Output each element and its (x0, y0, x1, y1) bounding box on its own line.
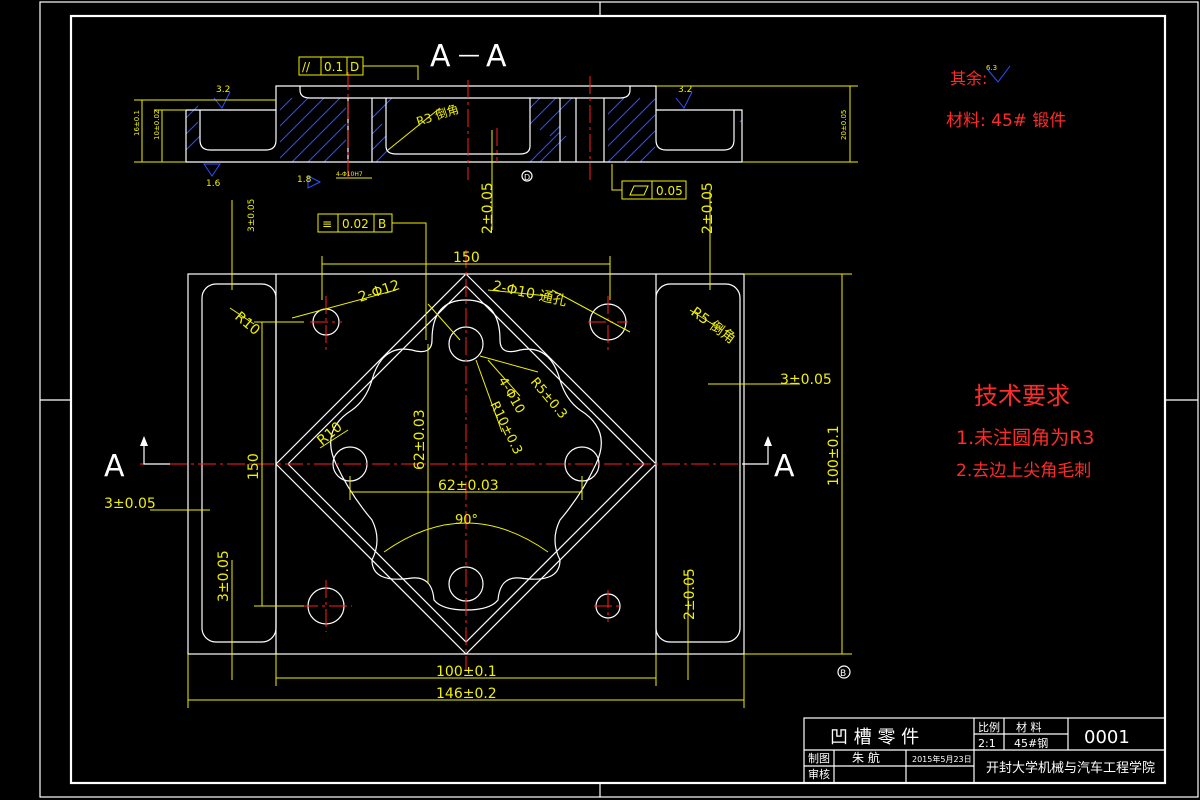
section-title-sep: — (458, 43, 480, 68)
scale-label: 比例 (978, 720, 1000, 734)
section-title-right: A (486, 39, 507, 74)
r5-right: R5 倒角 (688, 304, 739, 347)
roughness-top-left: 3.2 (216, 85, 230, 95)
rest-roughness: 6.3 (986, 64, 997, 72)
parallelism-frame: // 0.1 D (298, 56, 419, 80)
r10-left: R10 (231, 309, 262, 339)
bore-label: 4-Φ10H7 (336, 171, 363, 178)
cut-plane-marks: A A (104, 436, 795, 484)
scale-value: 2:1 (978, 737, 996, 750)
dim-3-bottom-left: 3±0.05 (216, 550, 232, 602)
plan-view: ≡ 0.02 B (104, 130, 852, 708)
holes-12: 2-Φ12 (356, 277, 402, 305)
school: 开封大学机械与汽车工程学院 (986, 760, 1155, 776)
dim-62-v: 62±0.03 (412, 409, 428, 470)
drawing-no: 0001 (1084, 727, 1130, 748)
roughness-bottom-mid: 1.8 (297, 175, 312, 185)
dim-3-left: 3±0.05 (104, 496, 156, 512)
angle-90: 90° (455, 513, 478, 528)
section-outline (185, 85, 743, 163)
flatness-tol: 0.05 (656, 184, 683, 198)
symmetry-tol: 0.02 (342, 217, 369, 231)
section-dimensions: 16±0.1 10±0.02 20±0.05 4-Φ10H7 R3 倒角 D (133, 85, 858, 182)
dim-3-top-left: 3±0.05 (247, 199, 257, 232)
dim-100-h: 100±0.1 (436, 664, 497, 680)
fillet-label: R3 倒角 (415, 102, 461, 129)
dim-2-bottom-right: 2±0.05 (682, 568, 698, 620)
parallelism-datum: D (350, 60, 359, 74)
plan-dim-texts: 150 150 2-Φ12 2-Φ10 通孔 R10 R5 倒角 R5±0.3 … (104, 182, 851, 702)
tech-title: 技术要求 (974, 382, 1070, 410)
cut-a-left: A (104, 449, 125, 484)
rest-label: 其余: (950, 69, 987, 88)
material-note: 材料: 45# 锻件 (946, 111, 1066, 131)
r5-inner: R5±0.3 (527, 375, 570, 422)
flatness-frame: 0.05 (611, 164, 687, 200)
height-left-a: 16±0.1 (133, 110, 141, 136)
roughness-top-right: 3.2 (678, 85, 692, 95)
plan-centerlines (140, 250, 770, 670)
title-block: 凹 槽 零 件 比例 2:1 材 料 45#钢 0001 制图 朱 航 2015… (803, 717, 1166, 784)
datum-d: D (524, 173, 530, 182)
cut-a-right: A (774, 449, 795, 484)
dim-146: 146±0.2 (436, 686, 497, 702)
drawn-name: 朱 航 (852, 750, 880, 765)
material-value: 45#钢 (1014, 737, 1048, 750)
symmetry-symbol: ≡ (322, 217, 332, 231)
material-label: 材 料 (1016, 720, 1042, 734)
dim-2-top-right: 2±0.05 (700, 182, 716, 234)
dim-100-v: 100±0.1 (826, 425, 842, 486)
drawn-label: 制图 (808, 752, 830, 765)
holes-10: 2-Φ10 通孔 (491, 278, 568, 309)
roughness-bottom-left: 1.6 (206, 179, 221, 189)
req-1: 1.未注圆角为R3 (956, 427, 1094, 449)
parallelism-symbol: // (302, 60, 311, 74)
parallelism-tol: 0.1 (324, 60, 343, 74)
dim-62-h: 62±0.03 (438, 478, 499, 494)
height-right: 20±0.05 (840, 110, 848, 140)
section-title-left: A (430, 39, 451, 74)
drawn-date: 2015年5月23日 (912, 754, 972, 764)
section-view: A — A (133, 39, 858, 200)
plan-dimensions (150, 130, 852, 708)
symmetry-frame: ≡ 0.02 B (317, 213, 427, 340)
req-2: 2.去边上尖角毛刺 (956, 461, 1091, 481)
r10-center: R10 (314, 419, 345, 449)
dim-150-left: 150 (246, 453, 262, 480)
dim-150-top: 150 (453, 250, 480, 266)
height-left-b: 10±0.02 (153, 110, 161, 140)
section-hatching (185, 97, 743, 163)
dim-2-top-mid: 2±0.05 (480, 182, 496, 234)
roughness-symbols: 3.2 3.2 1.6 1.8 (203, 85, 693, 189)
notes: 其余: 6.3 材料: 45# 锻件 技术要求 1.未注圆角为R3 2.去边上尖… (946, 64, 1094, 481)
sheet-border (39, 1, 1199, 798)
datum-b: B (840, 669, 846, 679)
check-label: 审核 (808, 767, 830, 781)
part-name: 凹 槽 零 件 (830, 727, 919, 748)
symmetry-datum: B (378, 217, 386, 231)
dim-3-right: 3±0.05 (780, 372, 832, 388)
